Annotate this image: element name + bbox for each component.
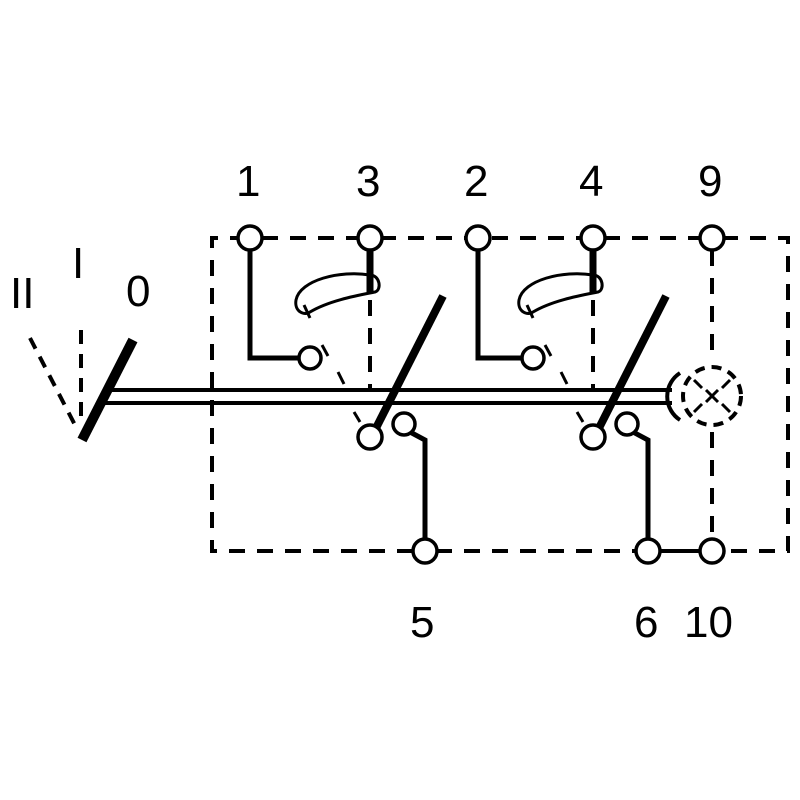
indicator-lamp-icon bbox=[665, 365, 743, 427]
terminal-3 bbox=[356, 224, 384, 252]
label-terminal-3: 3 bbox=[356, 157, 380, 206]
terminal-10 bbox=[698, 537, 726, 565]
switch-section-b bbox=[475, 248, 670, 545]
label-terminal-6: 6 bbox=[634, 598, 658, 647]
housing-outline bbox=[210, 236, 790, 553]
terminal-4 bbox=[579, 224, 607, 252]
label-terminal-1: 1 bbox=[236, 157, 260, 206]
terminal-5 bbox=[411, 537, 439, 565]
terminal-1 bbox=[236, 224, 264, 252]
terminal-9 bbox=[698, 224, 726, 252]
terminal-points bbox=[236, 224, 726, 565]
position-label-I: I bbox=[72, 239, 84, 288]
position-label-0: 0 bbox=[126, 267, 150, 316]
terminal-2 bbox=[464, 224, 492, 252]
lever-symbol bbox=[28, 330, 138, 443]
position-label-II: II bbox=[10, 269, 34, 318]
label-terminal-10: 10 bbox=[684, 598, 733, 647]
label-terminal-5: 5 bbox=[410, 598, 434, 647]
label-terminal-2: 2 bbox=[464, 157, 488, 206]
label-terminal-4: 4 bbox=[579, 157, 603, 206]
label-terminal-9: 9 bbox=[698, 157, 722, 206]
switch-section-a bbox=[247, 248, 447, 545]
terminal-6 bbox=[634, 537, 662, 565]
